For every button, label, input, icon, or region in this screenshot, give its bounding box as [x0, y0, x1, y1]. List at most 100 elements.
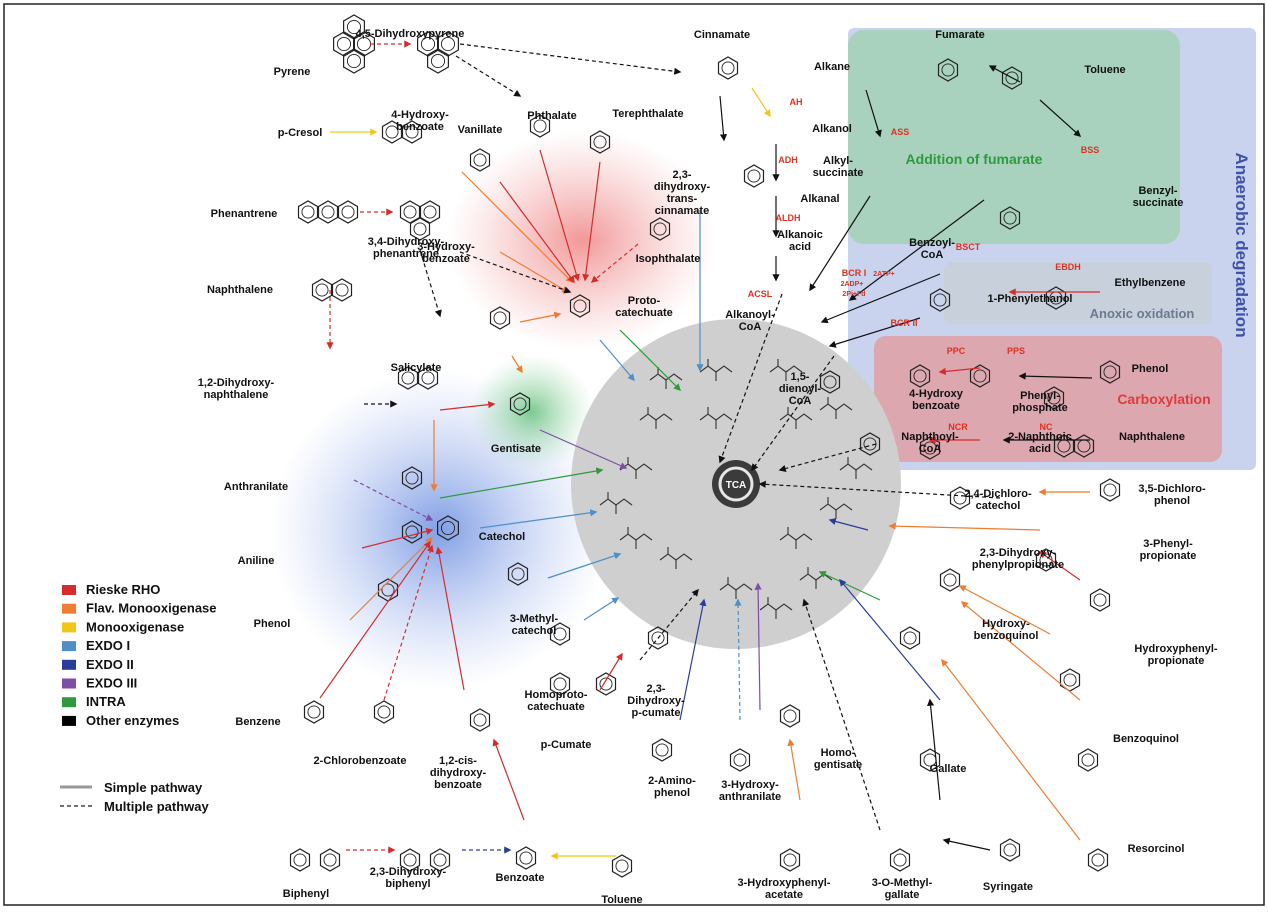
compound-homogentisate: Homo-gentisate: [814, 747, 862, 771]
compound-anthranilate: Anthranilate: [224, 481, 288, 493]
aromatic-circle: [1103, 365, 1117, 379]
carboxylation-title: Carboxylation: [1117, 391, 1210, 407]
aromatic-circle: [1003, 211, 1017, 225]
pathway-arrow: [439, 467, 604, 499]
molecule-ring: [507, 562, 529, 586]
aromatic-circle: [405, 525, 419, 539]
compound-phenol_right: Phenol: [1132, 363, 1169, 375]
molecule-ring: [529, 114, 551, 138]
molecule-ring: [1043, 386, 1065, 410]
anoxic-panel: [944, 262, 1212, 324]
pathway-arrow: [599, 652, 623, 691]
molecule-ring: [303, 700, 325, 724]
legend-item: EXDO II: [86, 657, 134, 672]
hub-mark: [769, 359, 803, 381]
molecule-ring: [1059, 668, 1081, 692]
legend-multiple-label: Multiple pathway: [104, 799, 210, 814]
enzyme-acsl: ACSL: [748, 289, 773, 299]
aromatic-circle: [421, 371, 435, 385]
compound-dihydroxynaphthalene: 1,2-Dihydroxy-naphthalene: [198, 377, 275, 401]
molecule-ring: [337, 200, 359, 224]
pathway-arrow: [319, 540, 431, 699]
pathway-arrow: [539, 149, 580, 282]
legend-swatch: [62, 678, 76, 689]
molecule-ring: [889, 848, 911, 872]
legend-item: Monooxigenase: [86, 619, 184, 634]
enzyme-ncr: NCR: [948, 422, 968, 432]
molecule-ring: [343, 14, 365, 40]
pathway-arrow: [865, 89, 882, 138]
aromatic-circle: [553, 677, 567, 691]
compound-terephthalate: Terephthalate: [612, 108, 683, 120]
enzyme-ass: ASS: [891, 127, 910, 137]
aromatic-circle: [473, 713, 487, 727]
compound-alkane: Alkane: [814, 61, 850, 73]
aromatic-circle: [321, 205, 335, 219]
compound-dichlorophenol: 3,5-Dichloro-phenol: [1138, 483, 1206, 507]
aromatic-circle: [903, 631, 917, 645]
aromatic-circle: [913, 369, 927, 383]
aromatic-circle: [433, 853, 447, 867]
molecule-ring: [919, 748, 941, 772]
pathway-arrow: [499, 251, 570, 293]
aromatic-circle: [1093, 593, 1107, 607]
aromatic-circle: [747, 169, 761, 183]
enzyme-bcr2: BCR II: [891, 318, 918, 328]
aromatic-circle: [1091, 853, 1105, 867]
compound-alkylsuccinate: Alkyl-succinate: [813, 155, 864, 179]
enzyme-bsct: BSCT: [956, 242, 981, 252]
enzyme-ah: AH: [790, 97, 803, 107]
aromatic-circle: [293, 853, 307, 867]
aromatic-circle: [346, 19, 362, 35]
aromatic-circle: [893, 853, 907, 867]
molecule-ring: [1089, 588, 1111, 612]
molecule-ring: [859, 432, 881, 456]
molecule-ring: [401, 520, 423, 544]
molecule-ring: [289, 848, 311, 872]
aromatic-circle: [405, 471, 419, 485]
hub-mark: [779, 527, 813, 549]
hub-mark: [619, 527, 653, 549]
anaerobic-title: Anaerobic degradation: [1232, 152, 1251, 337]
compound-phenylpropionate: 3-Phenyl-propionate: [1140, 538, 1197, 562]
hub-mark: [759, 597, 793, 619]
hub-mark: [779, 407, 813, 429]
aromatic-circle: [403, 205, 417, 219]
aromatic-circle: [1103, 483, 1117, 497]
compound-dihydroxyphenylpropionate: 2,3-Dihydroxy-phenylpropionate: [972, 547, 1064, 571]
pathway-arrow: [519, 311, 562, 323]
enzyme-ebdh: EBDH: [1055, 262, 1081, 272]
aromatic-circle: [403, 853, 417, 867]
aromatic-circle: [941, 63, 955, 77]
aromatic-circle: [335, 283, 349, 297]
molecule-ring: [649, 217, 671, 241]
pathway-arrow: [461, 171, 574, 284]
aromatic-circle: [377, 705, 391, 719]
pathway-arrow: [942, 837, 991, 851]
pathway-arrow: [888, 522, 1041, 531]
compound-naphthalene_top: Naphthalene: [207, 284, 273, 296]
compound-aniline: Aniline: [238, 555, 275, 567]
compound-alkanoylcoa: Alkanoyl-CoA: [725, 309, 775, 333]
compound-dihydroxybiphenyl: 2,3-Dihydroxy-biphenyl: [370, 866, 447, 890]
molecule-ring: [333, 31, 355, 57]
compound-chlorobenzoate: 2-Chlorobenzoate: [314, 755, 407, 767]
molecule-ring: [469, 708, 491, 732]
fumarate-panel: [848, 30, 1180, 244]
molecule-ring: [1099, 478, 1121, 502]
hub-mark: [599, 492, 633, 514]
compound-catechol: Catechol: [479, 531, 525, 543]
legend-item: Rieske RHO: [86, 582, 160, 597]
aromatic-circle: [1003, 843, 1017, 857]
aromatic-circle: [423, 205, 437, 219]
enzyme-bcr1_cof1: 2ATP+: [873, 271, 894, 278]
compound-benzylsuccinate: Benzyl-succinate: [1133, 185, 1184, 209]
compound-phenylethanol: 1-Phenylethanol: [988, 293, 1073, 305]
compound-protocatechuate: Proto-catechuate: [615, 295, 672, 319]
hub-mark: [639, 407, 673, 429]
enzyme-adh: ADH: [778, 155, 798, 165]
pathway-arrow: [459, 43, 682, 75]
